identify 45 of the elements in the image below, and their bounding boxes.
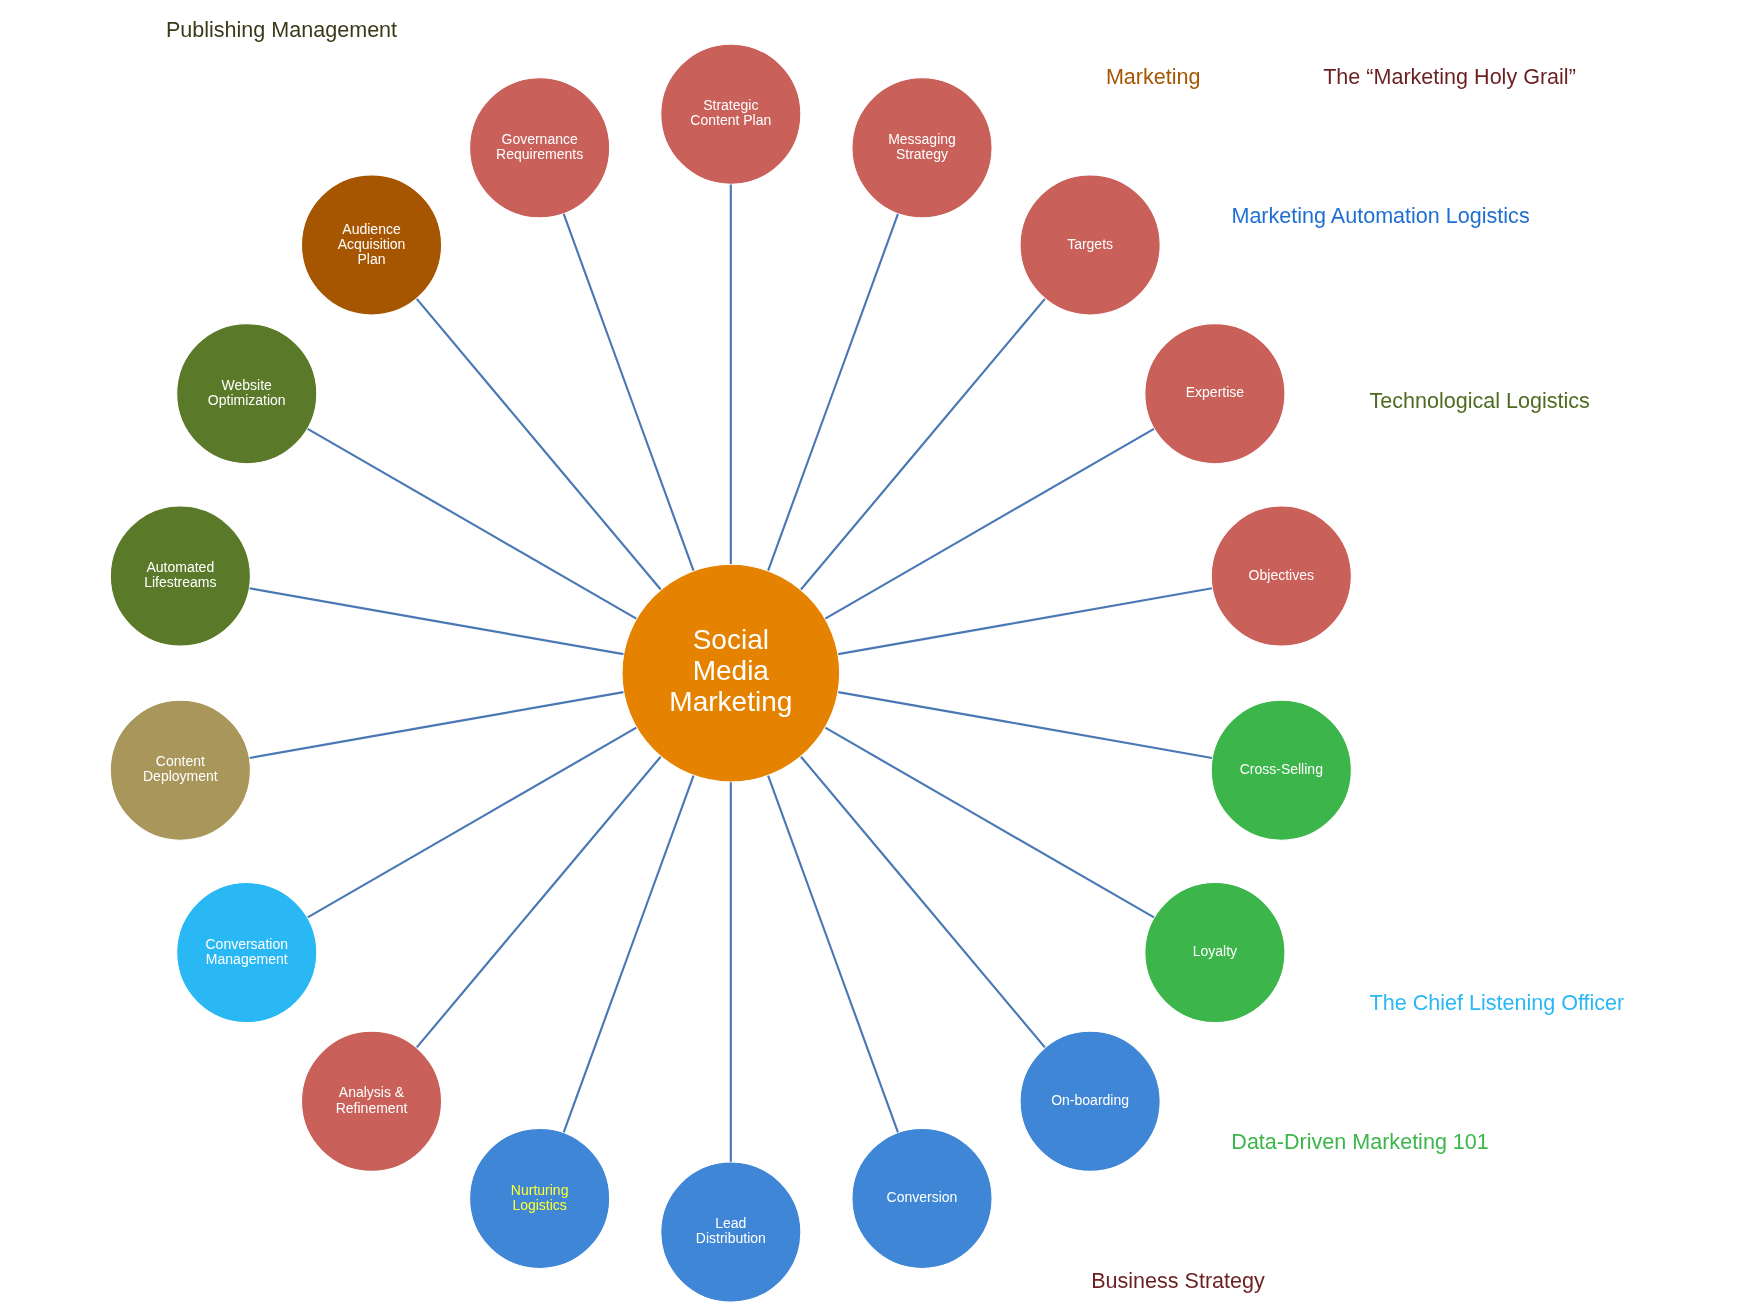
node-circle: Strategic Content Plan [660, 43, 802, 185]
connector [767, 213, 899, 571]
node-circle: Loyalty [1144, 882, 1286, 1024]
node-circle: Audience Acquisition Plan [300, 174, 443, 316]
node-circle: Automated Lifestreams [109, 505, 251, 647]
label: The “Marketing Holy Grail” [1323, 63, 1576, 89]
node-circle: Expertise [1144, 323, 1286, 465]
node-circle: Social Media Marketing [621, 563, 841, 783]
node-circle: Messaging Strategy [851, 77, 993, 219]
connector [307, 427, 637, 620]
connector [415, 756, 662, 1049]
connector [767, 775, 899, 1133]
node-circle: Governance Requirements [469, 77, 611, 219]
node-circle: Analysis & Refinement [300, 1030, 443, 1172]
label: Business Strategy [1091, 1268, 1265, 1294]
label: The Chief Listening Officer [1369, 990, 1625, 1016]
label: Marketing Automation Logistics [1231, 202, 1530, 228]
connector [800, 756, 1046, 1049]
connector [838, 691, 1213, 760]
label: Technological Logistics [1369, 388, 1590, 414]
connector [838, 587, 1213, 656]
connector [307, 726, 637, 919]
connector [729, 782, 732, 1162]
connector [415, 298, 662, 591]
connector [249, 587, 624, 656]
connector [729, 184, 732, 565]
connector [249, 691, 624, 760]
connector [824, 726, 1155, 919]
node-circle: Objectives [1210, 505, 1352, 647]
node-circle: Conversion [851, 1127, 993, 1269]
node-circle: Conversation Management [176, 882, 318, 1024]
node-circle: Website Optimization [176, 323, 318, 465]
connector [562, 775, 695, 1133]
node-circle: Lead Distribution [660, 1161, 802, 1303]
node-circle: Targets [1019, 174, 1161, 316]
node-circle: On-boarding [1019, 1030, 1161, 1172]
node-circle: Nurturing Logistics [469, 1127, 611, 1269]
node-circle: Cross-Selling [1210, 699, 1352, 841]
connector [824, 427, 1155, 620]
connector [800, 298, 1046, 591]
label: Data-Driven Marketing 101 [1231, 1129, 1489, 1155]
node-circle: Content Deployment [109, 699, 251, 841]
label: Publishing Management [165, 17, 398, 43]
connector [562, 213, 695, 571]
label: Marketing [1105, 63, 1201, 89]
